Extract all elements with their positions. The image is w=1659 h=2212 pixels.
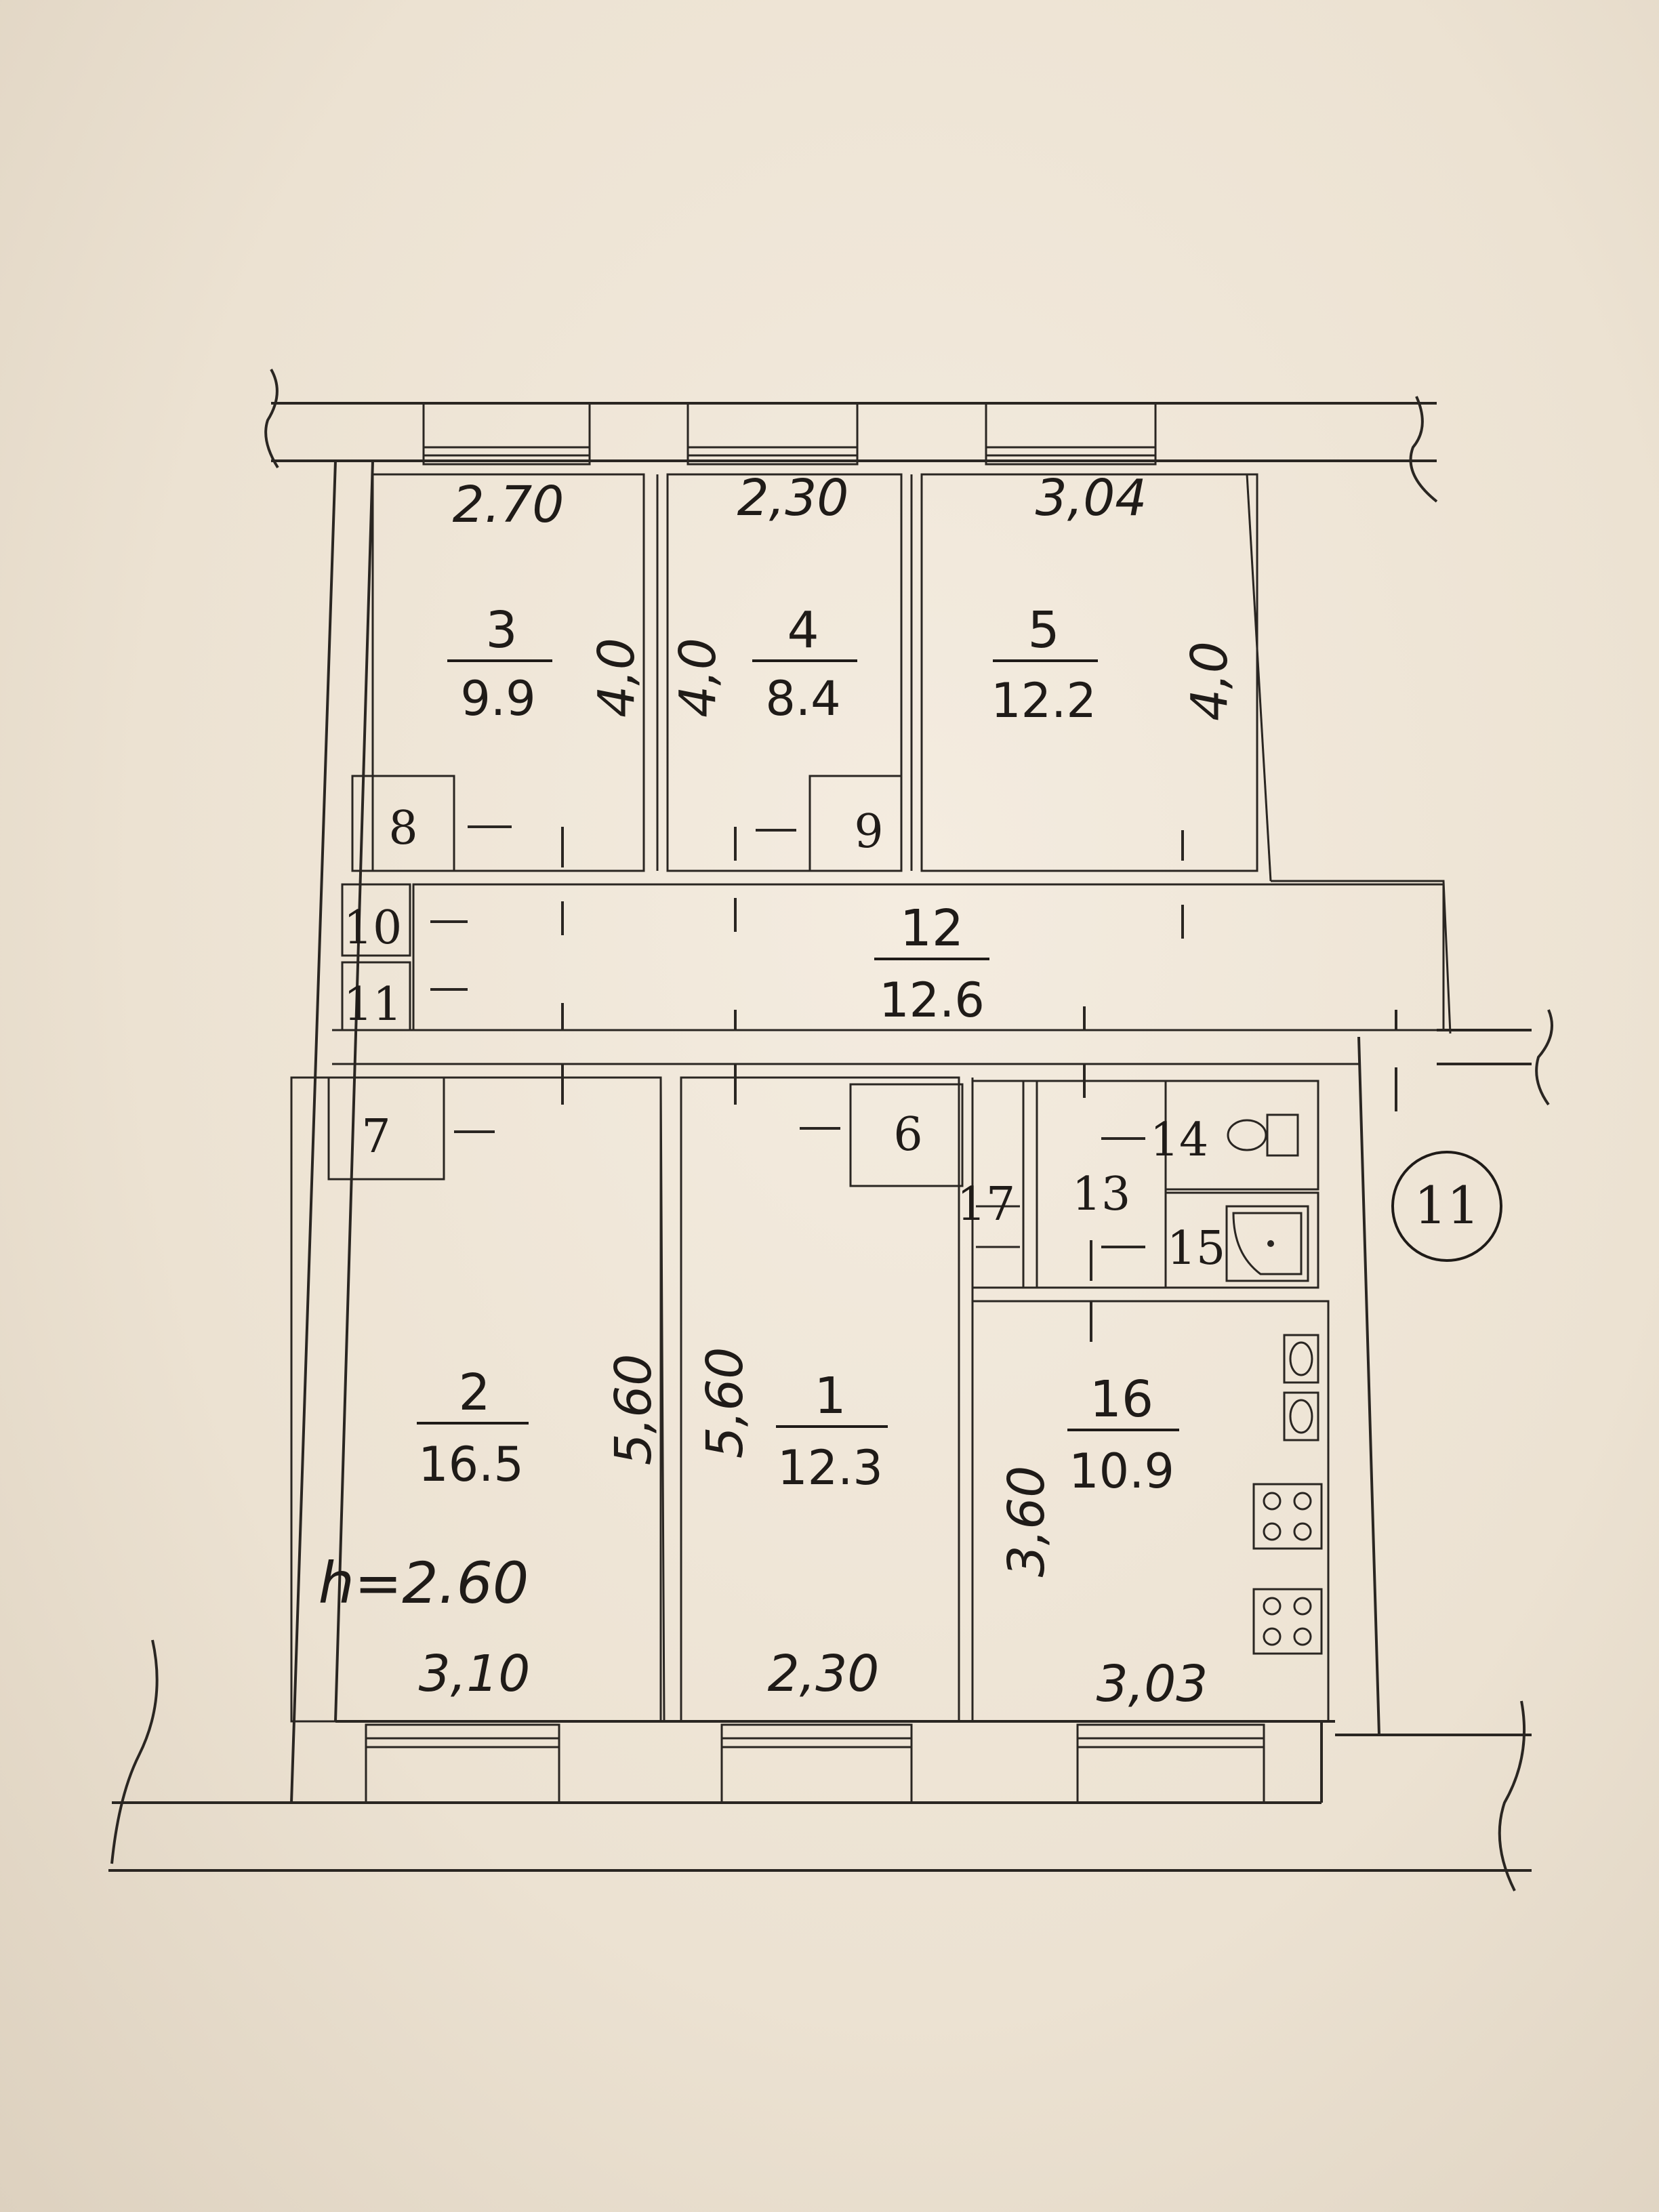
room-number-8: 8 xyxy=(388,802,417,855)
stove-icon xyxy=(1252,1483,1323,1655)
room-area: 12.3 xyxy=(777,1440,883,1496)
room-number: 3 xyxy=(485,601,517,659)
room-number: 5 xyxy=(1027,601,1059,659)
room-area: 9.9 xyxy=(460,671,535,726)
dim-room1-width: 2,30 xyxy=(768,1645,880,1703)
toilet-icon xyxy=(1227,1113,1299,1157)
dim-room2-depth: 5,60 xyxy=(605,1354,663,1466)
room-area: 12.6 xyxy=(879,972,985,1028)
top-windows xyxy=(422,402,1157,466)
room-number-11: 11 xyxy=(344,978,403,1031)
room-number-10: 10 xyxy=(344,901,403,955)
door-marks xyxy=(430,825,1397,1342)
room-label-4: 4 8.4 xyxy=(752,601,857,726)
room-label-12: 12 12.6 xyxy=(874,899,989,1028)
room-number: 2 xyxy=(458,1364,490,1422)
room-number: 12 xyxy=(900,899,964,958)
room-label-1: 1 12.3 xyxy=(776,1367,888,1496)
bottom-windows xyxy=(365,1723,1265,1804)
sink-icon xyxy=(1283,1334,1319,1441)
dim-room3-depth: 4,0 xyxy=(588,638,646,718)
room-labels: 3 9.9 4 8.4 5 12.2 12 12.6 2 16.5 1 12.3 xyxy=(417,601,1179,1499)
ceiling-height: h=2.60 xyxy=(319,1550,529,1616)
room-label-5: 5 12.2 xyxy=(991,601,1098,729)
dim-room1-depth: 5,60 xyxy=(696,1347,754,1459)
dim-room5-width: 3,04 xyxy=(1036,469,1147,527)
room-number-6: 6 xyxy=(893,1108,922,1162)
dimensions: 2.70 2,30 3,04 4,0 4,0 4,0 5,60 5,60 3,6… xyxy=(319,469,1239,1713)
room-number-13: 13 xyxy=(1072,1168,1131,1221)
room-label-16: 16 10.9 xyxy=(1067,1370,1179,1499)
dim-room4-depth: 4,0 xyxy=(669,638,727,718)
apartment-number-badge: 11 xyxy=(1391,1151,1502,1262)
shower-tray-icon xyxy=(1225,1205,1309,1282)
outer-walls xyxy=(108,369,1553,1891)
corridor xyxy=(332,880,1452,1065)
room-number-7: 7 xyxy=(361,1110,390,1164)
room-label-3: 3 9.9 xyxy=(447,601,552,726)
dim-room4-width: 2,30 xyxy=(737,469,849,527)
apartment-number: 11 xyxy=(1414,1175,1480,1235)
room-number-17: 17 xyxy=(957,1178,1016,1231)
dim-room16-width: 3,03 xyxy=(1097,1655,1208,1713)
dim-room16-depth: 3,60 xyxy=(998,1466,1056,1578)
room-area: 10.9 xyxy=(1069,1443,1174,1499)
dim-room5-depth: 4,0 xyxy=(1181,641,1239,721)
dim-room2-width: 3,10 xyxy=(419,1645,531,1703)
room-number: 4 xyxy=(787,601,819,659)
room-number: 1 xyxy=(814,1367,846,1425)
room-area: 8.4 xyxy=(765,671,840,726)
room-area: 12.2 xyxy=(991,673,1097,729)
small-room-labels: 8 9 10 11 7 6 17 13 14 15 xyxy=(344,802,1226,1275)
room-label-2: 2 16.5 xyxy=(417,1364,529,1492)
dim-room3-width: 2.70 xyxy=(453,476,565,534)
upper-rooms xyxy=(351,473,1272,882)
fixtures xyxy=(1225,1113,1323,1655)
room-number-14: 14 xyxy=(1150,1113,1209,1167)
bathroom-block xyxy=(971,1080,1319,1289)
room-area: 16.5 xyxy=(418,1437,524,1492)
lower-rooms xyxy=(290,1076,1330,1723)
room-number-15: 15 xyxy=(1167,1222,1226,1275)
room-number-9: 9 xyxy=(854,805,883,859)
room-number: 16 xyxy=(1090,1370,1153,1429)
